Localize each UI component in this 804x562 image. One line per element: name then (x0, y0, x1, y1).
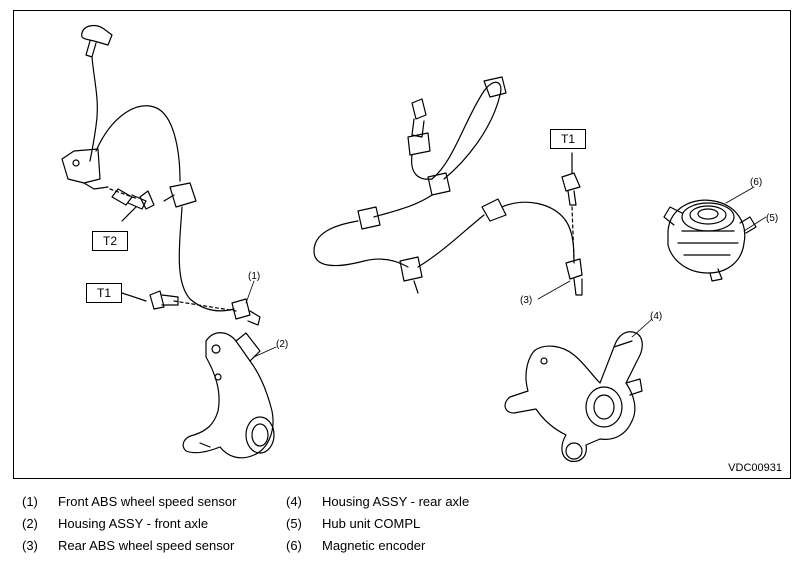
callout-2: (2) (276, 339, 289, 350)
legend-label: Rear ABS wheel speed sensor (58, 538, 235, 553)
diagram-frame: T1 T2 T1 (1) (2) (3) (4) (5) (6) VDC0093… (13, 10, 791, 479)
legend-label: Front ABS wheel speed sensor (58, 494, 237, 509)
legend-number: (1) (22, 494, 38, 509)
legend-item: (4) Housing ASSY - rear axle (286, 494, 469, 509)
legend-label: Housing ASSY - front axle (58, 516, 209, 531)
t1-bolt-left (121, 290, 179, 310)
diagram-code: VDC00931 (728, 462, 782, 474)
legend-label: Hub unit COMPL (322, 516, 421, 531)
t2-bolt (109, 188, 155, 222)
legend-item: (1) Front ABS wheel speed sensor (22, 494, 237, 509)
parts-drawing (61, 24, 767, 462)
torque-tag-t1-right: T1 (550, 129, 586, 149)
legend-number: (2) (22, 516, 38, 531)
legend-item: (3) Rear ABS wheel speed sensor (22, 538, 234, 553)
hub-unit (663, 199, 757, 282)
legend-label: Magnetic encoder (322, 538, 426, 553)
torque-tag-t2: T2 (92, 231, 128, 251)
rear-abs-sensor (313, 76, 583, 296)
t1-bolt-right (561, 152, 581, 262)
callout-4: (4) (650, 311, 663, 322)
torque-tag-t1-left: T1 (86, 283, 122, 303)
legend-number: (4) (286, 494, 302, 509)
callout-3: (3) (520, 295, 533, 306)
callout-6: (6) (750, 177, 763, 188)
legend-number: (6) (286, 538, 302, 553)
legend-label: Housing ASSY - rear axle (322, 494, 470, 509)
legend-item: (2) Housing ASSY - front axle (22, 516, 208, 531)
rear-axle-housing (504, 331, 643, 462)
legend-number: (3) (22, 538, 38, 553)
legend-item: (5) Hub unit COMPL (286, 516, 420, 531)
front-abs-sensor (61, 24, 261, 326)
callout-leaders (245, 186, 767, 358)
callout-5: (5) (766, 213, 779, 224)
front-axle-housing (182, 332, 275, 459)
legend-item: (6) Magnetic encoder (286, 538, 425, 553)
legend-number: (5) (286, 516, 302, 531)
callout-1: (1) (248, 271, 261, 282)
